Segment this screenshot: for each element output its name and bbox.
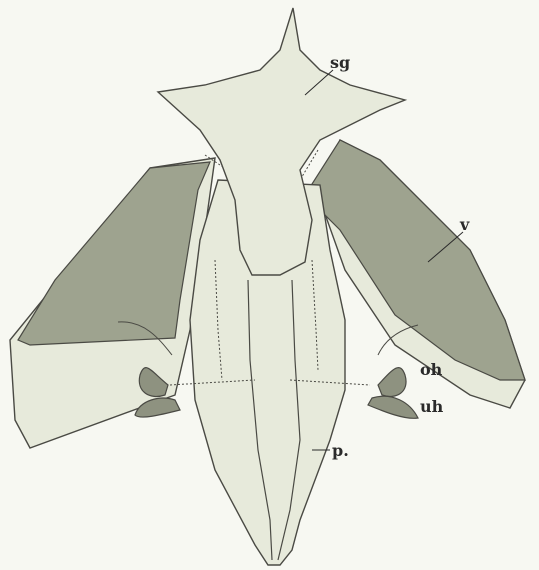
label-p: p.	[332, 441, 349, 460]
label-oh: oh	[420, 360, 443, 379]
label-sg: sg	[330, 53, 350, 72]
right-upper-hook	[378, 368, 406, 397]
label-uh: uh	[420, 397, 444, 416]
label-v: v	[459, 215, 470, 234]
right-lower-hook	[368, 396, 418, 418]
